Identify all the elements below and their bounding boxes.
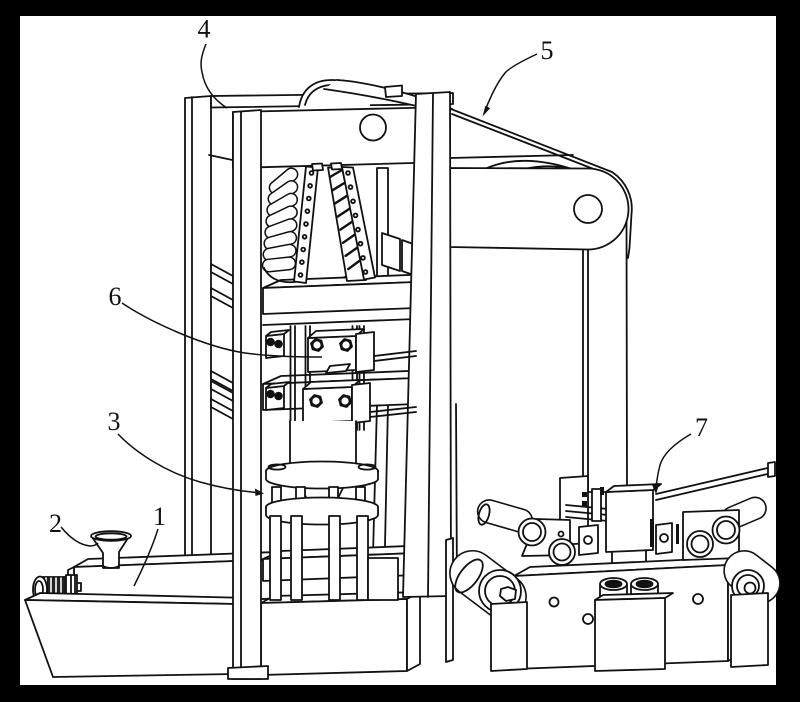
svg-text:2: 2 — [49, 509, 62, 538]
svg-text:3: 3 — [108, 407, 121, 436]
svg-text:5: 5 — [541, 36, 554, 65]
svg-text:1: 1 — [153, 502, 166, 531]
svg-text:4: 4 — [198, 15, 211, 44]
svg-text:6: 6 — [109, 282, 122, 311]
svg-text:7: 7 — [695, 413, 708, 442]
